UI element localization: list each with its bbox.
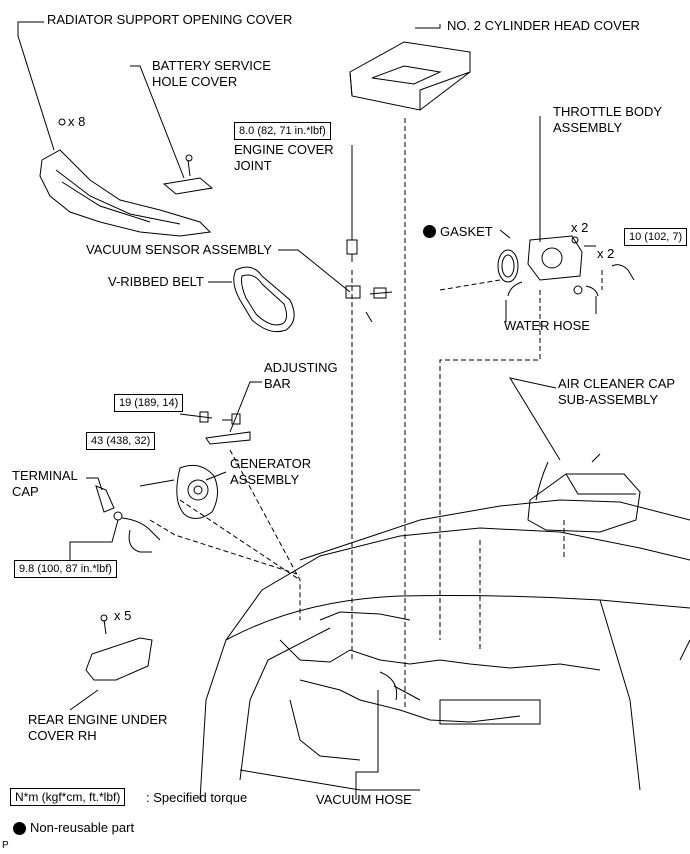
- leader-terminal: [86, 477, 103, 491]
- leader-adjusting-bar: [229, 381, 262, 433]
- leader-water-hose: [505, 296, 597, 322]
- generator-assembly-label-line2: ASSEMBLY: [230, 472, 300, 487]
- battery-service-label-line2: HOLE COVER: [152, 74, 238, 89]
- air-cleaner-cap-label-line2: SUB-ASSEMBLY: [558, 392, 659, 407]
- leader-vacuum-sensor: [278, 249, 351, 293]
- x5-count-label: x 5: [114, 608, 132, 623]
- legend-non-reusable-label: Non-reusable part: [30, 820, 135, 835]
- leader-radiator-cover: [17, 21, 55, 151]
- v-ribbed-belt-label: V-RIBBED BELT: [108, 274, 204, 289]
- no2-cylinder-head-cover-label: NO. 2 CYLINDER HEAD COVER: [447, 18, 640, 33]
- air-cleaner-cap-label-line1: AIR CLEANER CAP: [558, 376, 676, 391]
- non-reusable-legend-icon: [13, 822, 26, 835]
- x2-top-count-label: x 2: [571, 220, 589, 235]
- corner-letter: P: [2, 840, 9, 851]
- x8-count-label: x 8: [68, 114, 86, 129]
- leader-gasket: [499, 229, 511, 239]
- adjusting-bar-label-line1: ADJUSTING: [264, 360, 338, 375]
- radiator-support-opening-cover-label: RADIATOR SUPPORT OPENING COVER: [47, 12, 293, 27]
- vacuum-sensor-assembly-label: VACUUM SENSOR ASSEMBLY: [86, 242, 272, 257]
- engine-cover-joint-label-line1: ENGINE COVER: [234, 142, 334, 157]
- torque-box-engine-cover-joint: 8.0 (82, 71 in.*lbf): [234, 122, 331, 140]
- water-hose-label: WATER HOSE: [504, 318, 590, 333]
- legend-torque-text: : Specified torque: [146, 790, 248, 805]
- leader-terminal-torque: [69, 519, 119, 560]
- rear-engine-under-cover-label-line1: REAR ENGINE UNDER: [28, 712, 168, 727]
- gasket-label: GASKET: [440, 224, 493, 239]
- leader-cylinder-head: [415, 24, 441, 29]
- leader-battery-cover: [130, 65, 185, 179]
- terminal-cap-label-line2: CAP: [12, 484, 39, 499]
- battery-service-label-line1: BATTERY SERVICE: [152, 58, 271, 73]
- generator-assembly-label-line1: GENERATOR: [230, 456, 312, 471]
- torque-box-generator: 43 (438, 32): [86, 432, 156, 450]
- throttle-body-label-line1: THROTTLE BODY: [553, 104, 663, 119]
- leader-air-cleaner: [508, 377, 561, 461]
- x2-bottom-count-label: x 2: [597, 246, 615, 261]
- leader-vacuum-hose: [355, 690, 379, 800]
- throttle-body-label-line2: ASSEMBLY: [553, 120, 623, 135]
- torque-box-terminal: 9.8 (100, 87 in.*lbf): [14, 560, 117, 578]
- terminal-cap-label-line1: TERMINAL: [12, 468, 78, 483]
- leader-generator: [205, 471, 227, 481]
- engine-cover-joint-label-line2: JOINT: [234, 158, 272, 173]
- legend-torque-unit-box: N*m (kgf*cm, ft.*lbf): [10, 788, 126, 806]
- rear-engine-under-cover-label-line2: COVER RH: [28, 728, 97, 743]
- torque-box-throttle-body: 10 (102, 7): [624, 228, 688, 246]
- torque-box-adjusting-bar: 19 (189, 14): [114, 394, 184, 412]
- vacuum-hose-label: VACUUM HOSE: [316, 792, 412, 807]
- leader-rear-cover: [69, 689, 99, 711]
- non-reusable-gasket-icon: [423, 225, 436, 238]
- adjusting-bar-label-line2: BAR: [264, 376, 291, 391]
